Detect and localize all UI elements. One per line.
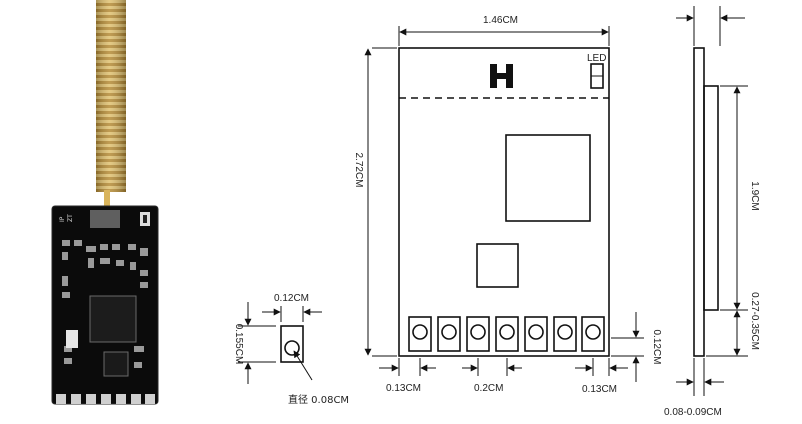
thickness-range-label: 0.27-0.35CM xyxy=(749,292,760,350)
pad-outline xyxy=(280,325,304,363)
pad-detail: 0.12CM 0.155CM 直径 0.08CM xyxy=(233,293,349,406)
antenna-pad xyxy=(90,210,120,228)
pad-length-label: 0.155CM xyxy=(233,324,244,365)
hole-diameter-label: 直径 0.08CM xyxy=(288,393,349,406)
white-component xyxy=(66,330,78,348)
antenna-section-label: 1.9CM xyxy=(749,181,760,210)
module-photo: IP ZT xyxy=(51,0,159,405)
pin-pads xyxy=(408,316,605,352)
secondary-chip-outline xyxy=(476,243,519,288)
main-chip xyxy=(89,295,137,343)
components-cluster xyxy=(62,240,148,368)
main-chip-outline xyxy=(505,134,591,222)
side-board-outline xyxy=(693,47,705,357)
pin-pitch-label: 0.2CM xyxy=(474,383,503,394)
side-components-outline xyxy=(703,85,719,311)
silk-label-left: IP xyxy=(59,216,66,222)
pcb-board: IP ZT xyxy=(51,205,159,405)
antenna-symbol-icon xyxy=(490,64,513,88)
board-outline xyxy=(398,47,610,357)
pad-height-label: 0.12CM xyxy=(651,329,662,364)
secondary-chip xyxy=(103,351,129,377)
board-thickness-label: 0.08-0.09CM xyxy=(664,407,722,418)
front-view-drawing: LED 1.46CM 2.72CM xyxy=(353,15,662,395)
pin-offset-left-label: 0.13CM xyxy=(386,383,421,394)
height-label: 2.72CM xyxy=(353,152,364,187)
pad-width-label: 0.12CM xyxy=(274,293,309,304)
side-view-drawing: 1.9CM 0.27-0.35CM 0.08-0.09CM xyxy=(664,6,760,418)
photo-pin-row xyxy=(56,394,155,404)
pad-hole xyxy=(284,340,300,356)
led-label: LED xyxy=(587,53,606,64)
spring-antenna xyxy=(96,0,126,222)
width-label: 1.46CM xyxy=(483,15,518,26)
pin-offset-right-label: 0.13CM xyxy=(582,384,617,395)
silk-label-right: ZT xyxy=(67,214,74,222)
